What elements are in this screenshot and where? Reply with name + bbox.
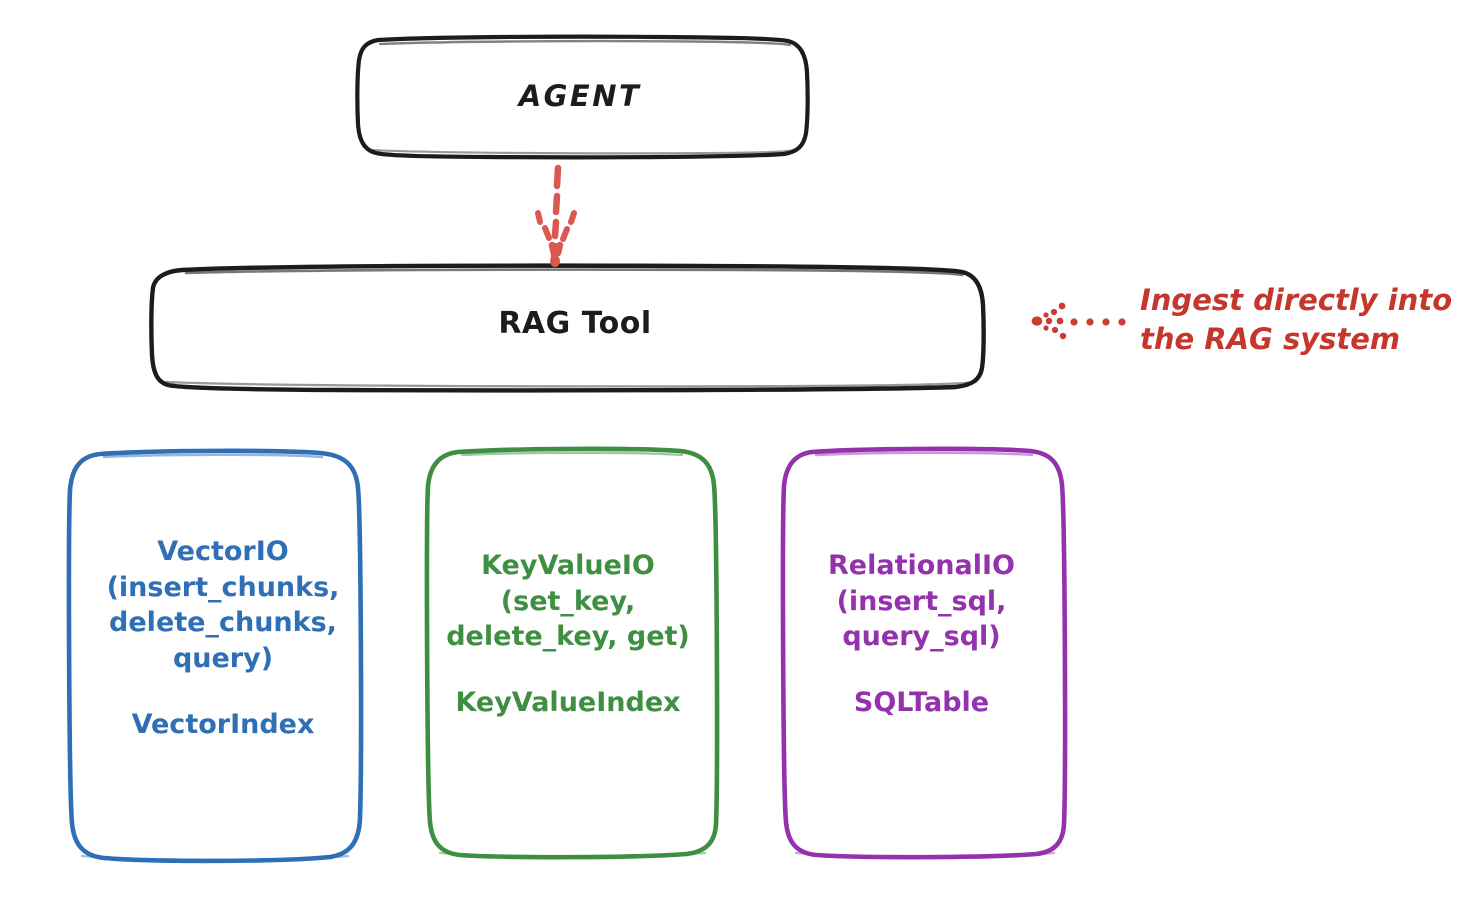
vector-io-label-group: VectorIO (insert_chunks, delete_chunks, … [78,534,368,742]
agent-box[interactable] [355,34,810,160]
relational-io-box[interactable] [780,446,1068,860]
agent-to-rag-connector [535,164,577,267]
ingest-connector [1031,302,1126,340]
key-value-io-box[interactable] [424,446,720,860]
vector-io-index-label: VectorIndex [131,708,315,740]
key-value-io-index-label: KeyValueIndex [455,686,681,718]
key-value-io-api-label: KeyValueIO (set_key, delete_key, get) [446,550,690,653]
vector-io-api-label: VectorIO (insert_chunks, delete_chunks, … [106,536,340,674]
key-value-io-label-group: KeyValueIO (set_key, delete_key, get) Ke… [424,548,712,721]
relational-io-api-label: RelationalIO (insert_sql, query_sql) [828,550,1015,653]
relational-io-index-label: SQLTable [853,686,990,718]
relational-io-label-group: RelationalIO (insert_sql, query_sql) SQL… [784,548,1059,721]
vector-io-box[interactable] [66,448,364,864]
rag-tool-box[interactable] [149,263,986,393]
